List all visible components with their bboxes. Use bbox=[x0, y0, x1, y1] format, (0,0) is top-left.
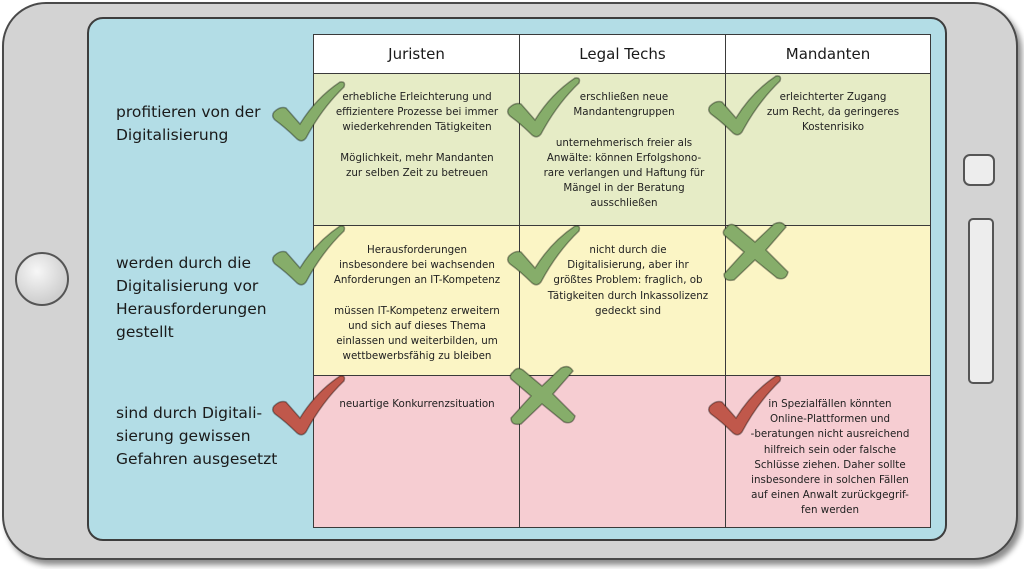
row-label-herausforderungen: werden durch die Digitalisierung vor Her… bbox=[116, 254, 267, 341]
check-icon bbox=[271, 81, 346, 142]
cross-icon bbox=[722, 221, 789, 282]
column-header-mandanten: Mandanten bbox=[725, 34, 931, 74]
camera-button bbox=[963, 154, 995, 186]
cross-icon bbox=[509, 365, 576, 426]
check-shape bbox=[271, 375, 346, 436]
home-button[interactable] bbox=[15, 252, 69, 306]
check-shape bbox=[506, 225, 581, 286]
cell-text-r2-c1: Herausforderungen insbesondere bei wachs… bbox=[333, 244, 501, 363]
check-icon bbox=[506, 225, 581, 286]
check-shape bbox=[707, 75, 782, 136]
cross-shape bbox=[722, 221, 789, 282]
column-header-legal-techs: Legal Techs bbox=[519, 34, 726, 74]
check-shape bbox=[271, 225, 346, 286]
check-icon bbox=[506, 77, 581, 138]
column-header-juristen: Juristen bbox=[313, 34, 520, 74]
cell-text-r2-c2: nicht durch die Digitalisierung, aber ih… bbox=[547, 244, 709, 317]
check-shape bbox=[707, 375, 782, 436]
cell-r2-c1 bbox=[313, 225, 520, 376]
row-label-profitieren: profitieren von der Digitalisierung bbox=[116, 103, 261, 144]
cell-r3-c1 bbox=[313, 375, 520, 528]
cell-text-r3-c3: in Spezialfällen könnten Online-Plattfor… bbox=[750, 398, 910, 517]
check-icon bbox=[707, 75, 782, 136]
cell-text-r3-c1: neuartige Konkurrenzsituation bbox=[339, 398, 495, 410]
check-shape bbox=[271, 81, 346, 142]
side-slider bbox=[968, 218, 994, 384]
cross-shape bbox=[509, 365, 576, 426]
cell-text-r1-c2: erschließen neue Mandantengruppen untern… bbox=[543, 91, 705, 210]
check-icon bbox=[707, 375, 782, 436]
cell-text-r1-c1: erhebliche Erleichterung und effizienter… bbox=[335, 91, 499, 180]
check-icon bbox=[271, 225, 346, 286]
cell-text-r1-c3: erleichterter Zugang zum Recht, da gerin… bbox=[766, 91, 900, 134]
check-icon bbox=[271, 375, 346, 436]
row-label-gefahren: sind durch Digitali- sierung gewissen Ge… bbox=[116, 404, 278, 468]
check-shape bbox=[506, 77, 581, 138]
